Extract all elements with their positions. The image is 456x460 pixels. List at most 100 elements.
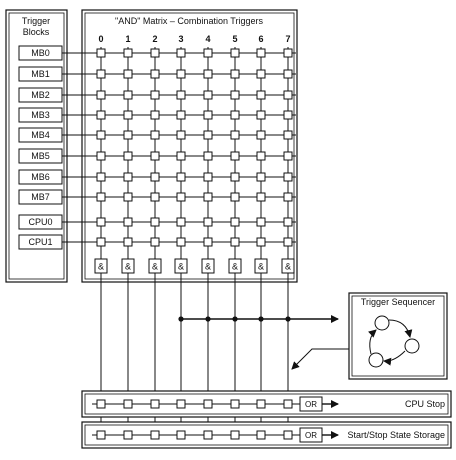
matrix-junction [283, 151, 293, 161]
bus-connection-dot [178, 316, 184, 322]
matrix-junction [256, 48, 266, 58]
matrix-junction [203, 217, 213, 227]
matrix-column-label: 1 [125, 34, 130, 44]
matrix-column-label: 0 [98, 34, 103, 44]
output-label: CPU Stop [405, 399, 445, 409]
output-junction [203, 399, 213, 409]
matrix-column-label: 6 [258, 34, 263, 44]
trigger-blocks-panel: Trigger Blocks MB0MB1MB2MB3MB4MB5MB6MB7C… [5, 9, 68, 283]
matrix-junction [96, 48, 106, 58]
output-label: Start/Stop State Storage [347, 430, 445, 440]
trigger-block-label: MB5 [31, 151, 50, 161]
matrix-junction [123, 192, 133, 202]
output-junction [96, 399, 106, 409]
matrix-junction [283, 172, 293, 182]
sequencer-state-1 [374, 315, 390, 331]
matrix-junction [283, 237, 293, 247]
matrix-column-label: 4 [205, 34, 210, 44]
matrix-junction [96, 192, 106, 202]
output-junction [123, 430, 133, 440]
output-junction [176, 430, 186, 440]
trigger-block-label: MB2 [31, 90, 50, 100]
matrix-junction [203, 130, 213, 140]
matrix-junction [203, 151, 213, 161]
matrix-junction [150, 110, 160, 120]
matrix-junction [96, 130, 106, 140]
and-gate-label: & [125, 262, 131, 272]
output-junction [96, 430, 106, 440]
and-gate-label: & [232, 262, 238, 272]
matrix-junction [230, 217, 240, 227]
matrix-junction [96, 90, 106, 100]
output-junction [203, 430, 213, 440]
matrix-junction [123, 151, 133, 161]
matrix-junction [203, 110, 213, 120]
output-junction [230, 430, 240, 440]
output-junction [123, 399, 133, 409]
and-gate-label: & [178, 262, 184, 272]
trigger-block-label: CPU0 [28, 217, 52, 227]
and-gate-label: & [258, 262, 264, 272]
trigger-blocks-title-line1: Trigger [22, 16, 50, 26]
matrix-junction [176, 130, 186, 140]
and-gate-label: & [98, 262, 104, 272]
matrix-junction [123, 110, 133, 120]
matrix-junction [283, 90, 293, 100]
output-junction [256, 399, 266, 409]
output-junction [283, 399, 293, 409]
matrix-junction [256, 110, 266, 120]
output-junction [150, 430, 160, 440]
matrix-junction [176, 217, 186, 227]
matrix-junction [283, 192, 293, 202]
output-junction [176, 399, 186, 409]
matrix-junction [283, 110, 293, 120]
matrix-junction [123, 237, 133, 247]
matrix-column-label: 2 [152, 34, 157, 44]
matrix-junction [123, 90, 133, 100]
output-row-inner [84, 424, 449, 446]
matrix-junction [150, 69, 160, 79]
matrix-junction [96, 172, 106, 182]
matrix-junction [256, 90, 266, 100]
matrix-junction [256, 192, 266, 202]
matrix-junction [150, 90, 160, 100]
matrix-column-label: 3 [178, 34, 183, 44]
trigger-block-label: MB0 [31, 48, 50, 58]
output-junction [230, 399, 240, 409]
and-matrix-title: "AND" Matrix – Combination Triggers [115, 16, 263, 26]
and-gate-label: & [152, 262, 158, 272]
matrix-junction [230, 110, 240, 120]
matrix-junction [150, 48, 160, 58]
matrix-junction [256, 237, 266, 247]
output-junction [283, 430, 293, 440]
matrix-junction [96, 217, 106, 227]
or-gate-label: OR [305, 400, 317, 409]
matrix-junction [176, 48, 186, 58]
matrix-junction [176, 90, 186, 100]
trigger-block-label: MB1 [31, 69, 50, 79]
bus-connection-dot [232, 316, 238, 322]
matrix-junction [96, 151, 106, 161]
trigger-blocks-title-line2: Blocks [23, 27, 50, 37]
matrix-junction [230, 48, 240, 58]
and-gate-label: & [205, 262, 211, 272]
sequencer-transition-2 [383, 350, 406, 366]
matrix-junction [256, 172, 266, 182]
matrix-junction [96, 237, 106, 247]
matrix-junction [203, 69, 213, 79]
sequencer-output-arrow [291, 348, 349, 370]
sequencer-transition-3 [368, 329, 377, 355]
bus-connection-dot [285, 316, 291, 322]
matrix-junction [283, 130, 293, 140]
sequencer-state-3 [368, 352, 384, 368]
trigger-block-label: MB7 [31, 192, 50, 202]
bus-connection-dot [258, 316, 264, 322]
matrix-junction [176, 192, 186, 202]
output-junction [150, 399, 160, 409]
matrix-junction [150, 130, 160, 140]
output-junction [256, 430, 266, 440]
